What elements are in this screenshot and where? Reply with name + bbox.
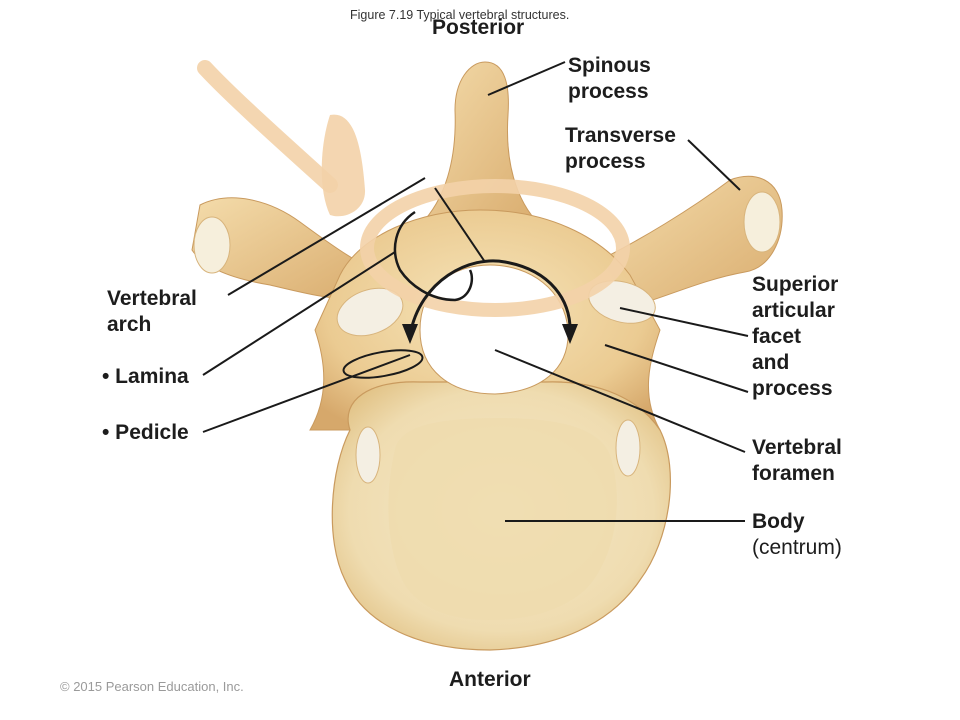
- figure-caption: Figure 7.19 Typical vertebral structures…: [350, 8, 570, 22]
- label-posterior: Posterior: [432, 16, 525, 39]
- leader-foramen: [494, 349, 746, 453]
- label-superior-articular: Superior articular facet and process: [752, 272, 838, 402]
- leader-superior-1: [619, 307, 749, 337]
- leader-spinous: [487, 61, 566, 96]
- left-transverse-tip: [193, 216, 231, 274]
- right-transverse-process: [599, 175, 783, 311]
- leader-lines: [202, 61, 749, 522]
- label-transverse-line-2: process: [565, 150, 646, 173]
- right-body-facet: [615, 419, 641, 477]
- label-transverse-line-1: Transverse: [565, 124, 676, 147]
- arrowhead-left: [402, 324, 418, 344]
- label-body-line-1: Body: [752, 510, 805, 533]
- label-arch-line-1: Vertebral: [107, 287, 197, 310]
- right-transverse-tip: [743, 191, 781, 253]
- leader-superior-2: [604, 344, 749, 393]
- label-superior-line-4: and: [752, 351, 790, 374]
- leader-arch-2: [434, 187, 486, 263]
- body-cancellous-area: [388, 418, 617, 620]
- label-superior-line-2: articular: [752, 299, 835, 322]
- left-superior-articular-facet: [336, 287, 404, 337]
- leader-arch: [227, 177, 426, 296]
- label-vertebral-arch: Vertebral arch: [107, 286, 197, 338]
- label-spinous-process: Spinous process: [568, 53, 651, 105]
- annotation-loop: [393, 210, 474, 302]
- highlight-stroke-blob: [321, 114, 366, 217]
- label-vertebral-foramen: Vertebral foramen: [752, 435, 842, 487]
- label-body: Body (centrum): [752, 509, 842, 561]
- label-arch-line-2: arch: [107, 313, 152, 336]
- highlight-stroke-line: [197, 60, 338, 193]
- leader-lamina: [202, 251, 396, 376]
- annotation-pedicle-circle: [342, 349, 424, 379]
- highlight-loop: [360, 179, 630, 317]
- label-anterior: Anterior: [449, 668, 531, 691]
- label-spinous-line-1: Spinous: [568, 54, 651, 77]
- label-foramen-line-1: Vertebral: [752, 436, 842, 459]
- label-superior-line-5: process: [752, 377, 833, 400]
- label-pedicle: • Pedicle: [102, 421, 189, 444]
- copyright-notice: © 2015 Pearson Education, Inc.: [60, 679, 244, 694]
- spinous-process: [418, 61, 542, 226]
- label-superior-line-3: facet: [752, 325, 802, 348]
- label-body-line-2: (centrum): [752, 536, 842, 559]
- annotation-arch-arrow: [408, 259, 572, 336]
- left-body-facet: [355, 426, 381, 484]
- leader-pedicle: [202, 354, 411, 433]
- leader-transverse: [687, 139, 741, 191]
- label-foramen-line-2: foramen: [752, 462, 835, 485]
- label-transverse-process: Transverse process: [565, 123, 676, 175]
- label-spinous-line-2: process: [568, 80, 649, 103]
- label-lamina: • Lamina: [102, 365, 189, 388]
- label-superior-line-1: Superior: [752, 273, 839, 296]
- arrowhead-right: [562, 324, 578, 344]
